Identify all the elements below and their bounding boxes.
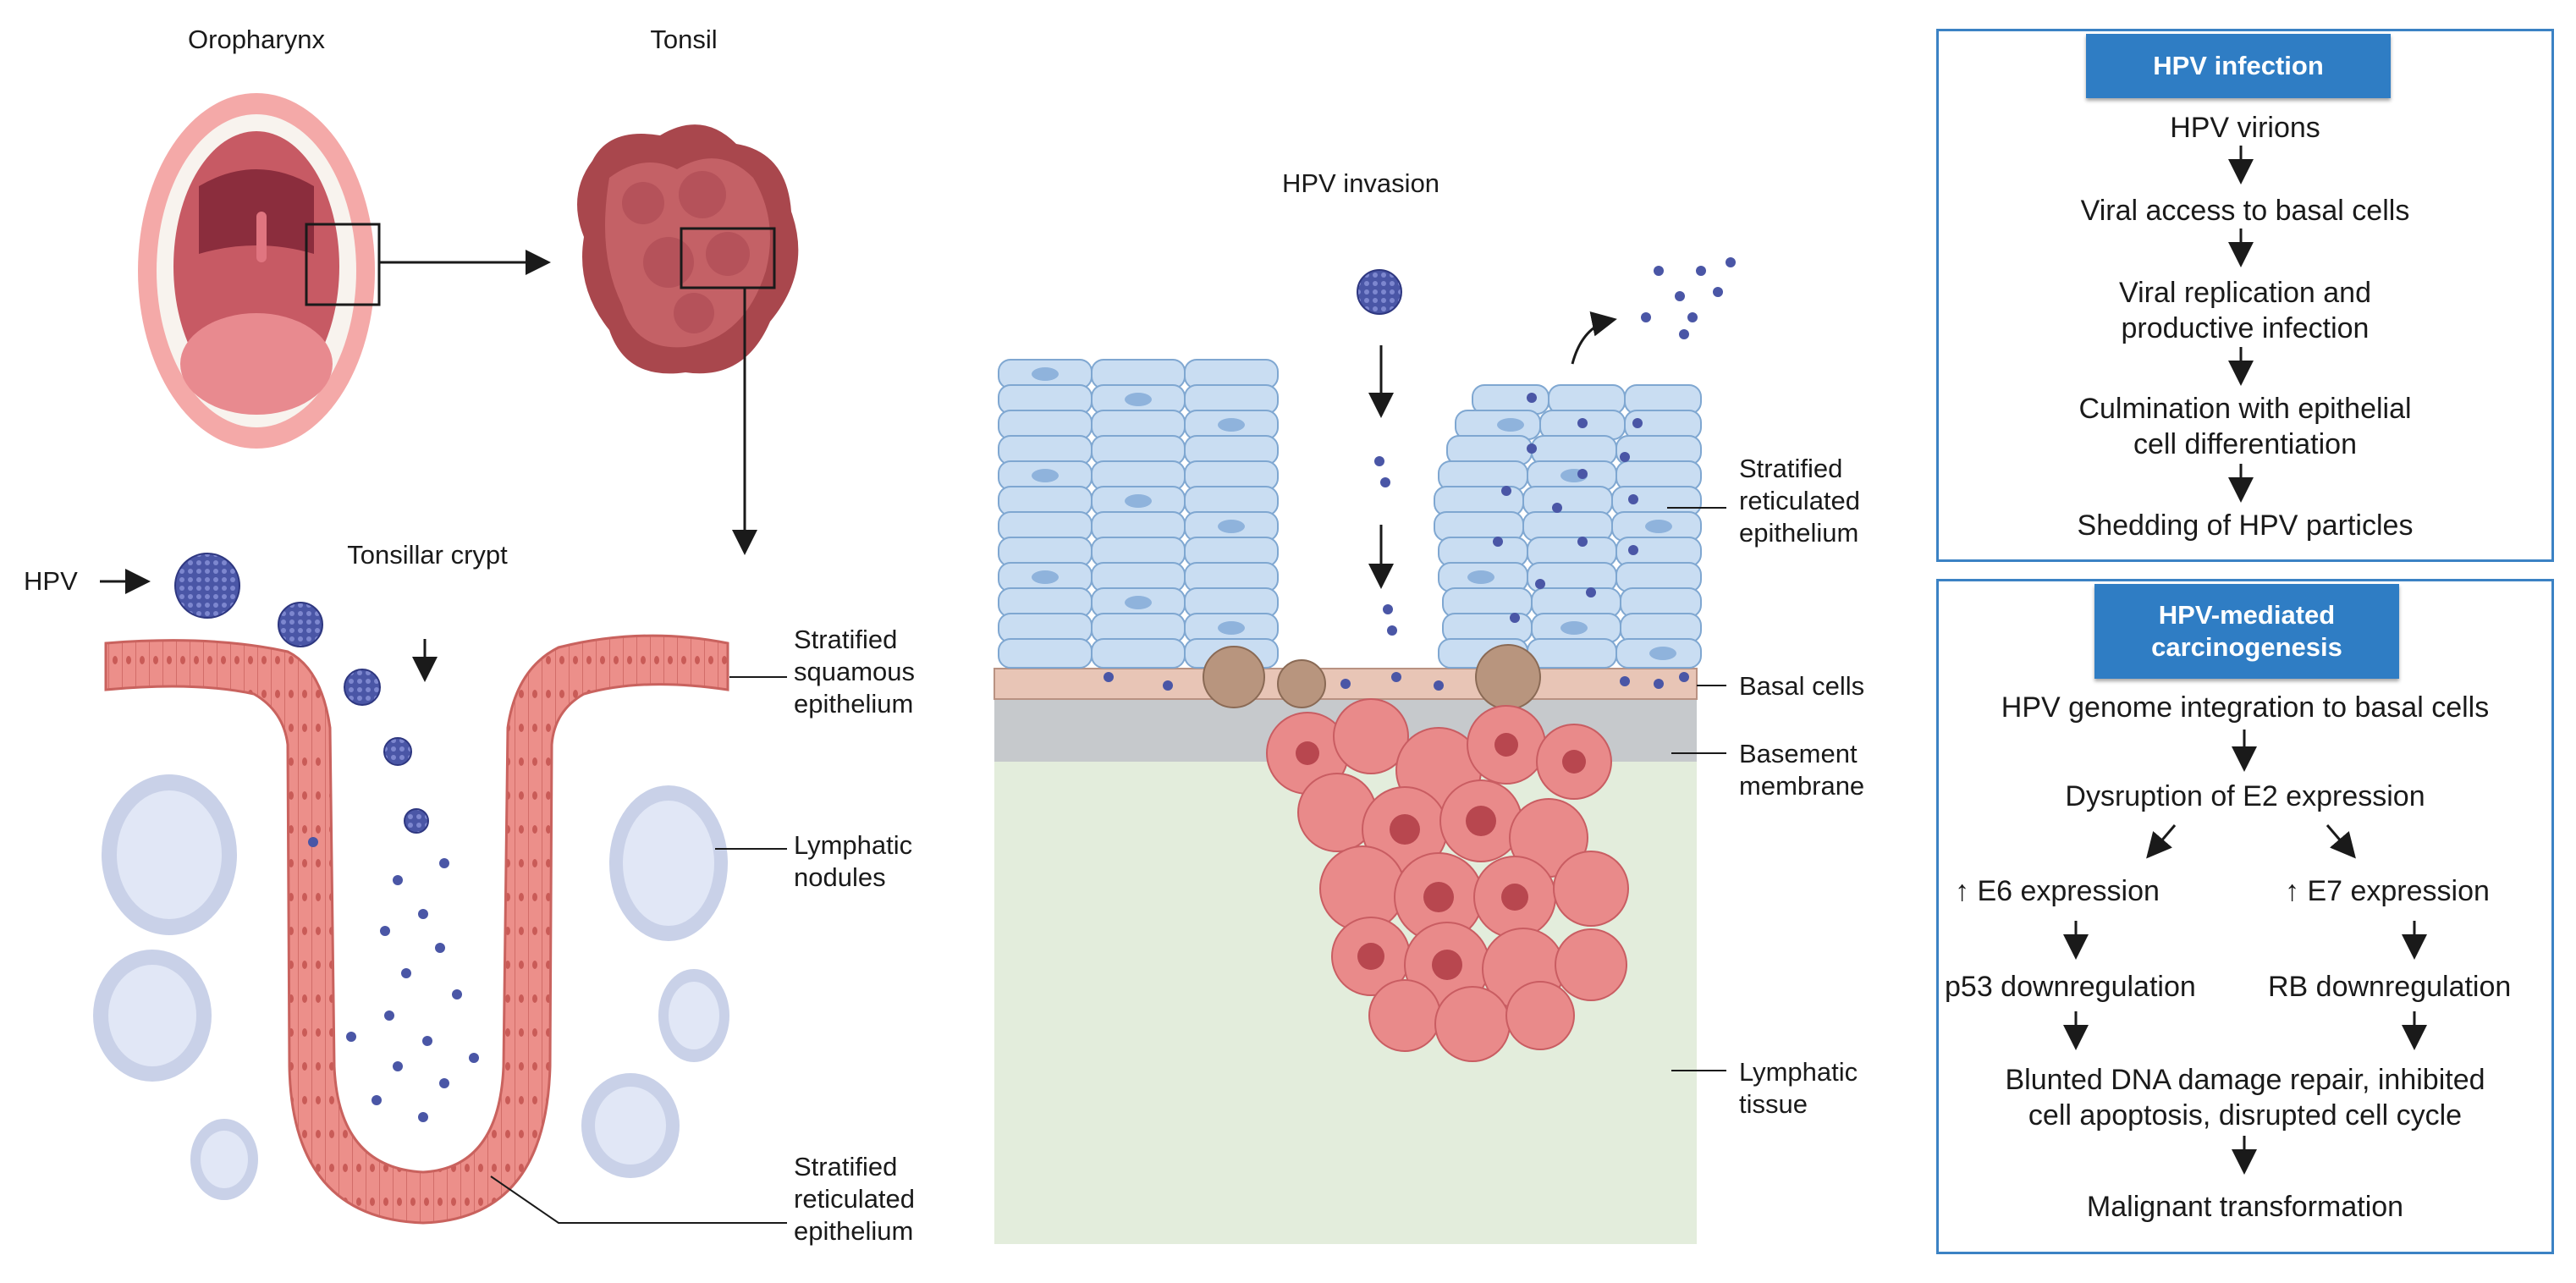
mouth-illustration bbox=[138, 93, 381, 449]
hpv-invasion-label: HPV invasion bbox=[1281, 168, 1440, 198]
stratified-reticulated-mid-label: Stratified reticulated epithelium bbox=[1739, 454, 1861, 548]
rb-downregulation: RB downregulation bbox=[2268, 971, 2512, 1003]
infection-step-replication-2: productive infection bbox=[2121, 312, 2370, 344]
e7-expression-text: E7 expression bbox=[2307, 875, 2490, 907]
hpv-virus-particles-left bbox=[174, 553, 479, 1122]
stratified-reticulated-left-label: Stratified reticulated epithelium bbox=[794, 1152, 916, 1246]
hpv-infection-title: HPV infection bbox=[2086, 34, 2391, 98]
carcinogenesis-step-integration: HPV genome integration to basal cells bbox=[2001, 691, 2490, 724]
tonsillar-crypt-illustration bbox=[93, 634, 729, 1225]
hpv-infection-box bbox=[1936, 29, 2554, 562]
carcinogenesis-box bbox=[1936, 579, 2554, 1254]
e6-expression: ↑ E6 expression bbox=[1955, 873, 2160, 909]
carcinogenesis-title-line2: carcinogenesis bbox=[2151, 632, 2342, 662]
lymphatic-tissue-label: Lymphatic tissue bbox=[1739, 1057, 1858, 1119]
carcinogenesis-title: HPV-mediated carcinogenesis bbox=[2094, 584, 2399, 679]
tumor-cells bbox=[1266, 698, 1629, 1062]
lymphatic-nodules-label: Lymphatic nodules bbox=[794, 830, 913, 892]
stratified-squamous-label: Stratified squamous epithelium bbox=[794, 625, 916, 719]
infection-step-culmination-2: cell differentiation bbox=[2133, 428, 2357, 460]
hpv-label: HPV bbox=[24, 566, 78, 596]
tonsil-illustration bbox=[577, 124, 799, 374]
infection-step-culmination-1: Culmination with epithelial bbox=[2078, 393, 2412, 425]
carcinogenesis-step-e2: Dysruption of E2 expression bbox=[2065, 780, 2425, 812]
e6-expression-text: E6 expression bbox=[1977, 875, 2160, 907]
carcinogenesis-title-line1: HPV-mediated bbox=[2158, 600, 2336, 630]
tonsillar-crypt-label: Tonsillar crypt bbox=[347, 540, 508, 570]
malignant-transformation: Malignant transformation bbox=[2086, 1191, 2404, 1223]
infection-step-virions: HPV virions bbox=[2170, 112, 2320, 144]
infection-step-replication-1: Viral replication and bbox=[2119, 277, 2371, 309]
oropharynx-label: Oropharynx bbox=[188, 25, 325, 54]
outcome-line-2: cell apoptosis, disrupted cell cycle bbox=[2028, 1099, 2463, 1132]
e7-expression: ↑ E7 expression bbox=[2285, 873, 2490, 909]
basal-cells-label: Basal cells bbox=[1739, 671, 1865, 701]
p53-downregulation: p53 downregulation bbox=[1945, 971, 2196, 1003]
up-arrow-icon: ↑ bbox=[1955, 875, 1969, 907]
up-arrow-icon: ↑ bbox=[2285, 875, 2299, 907]
infection-step-shedding: Shedding of HPV particles bbox=[2077, 509, 2414, 542]
hpv-invasion-illustration bbox=[994, 257, 1736, 1244]
tonsil-label: Tonsil bbox=[650, 25, 718, 54]
infection-step-access: Viral access to basal cells bbox=[2080, 195, 2410, 227]
basement-membrane-label: Basement membrane bbox=[1739, 739, 1865, 801]
outcome-line-1: Blunted DNA damage repair, inhibited bbox=[2005, 1064, 2485, 1096]
